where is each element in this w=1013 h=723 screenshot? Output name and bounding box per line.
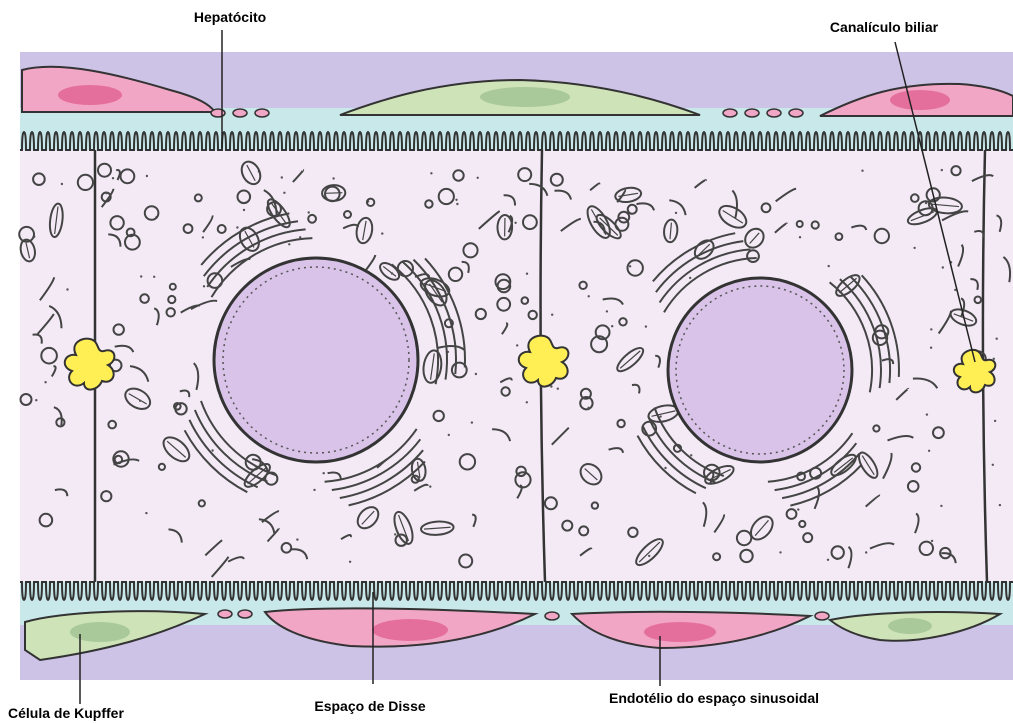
endothelial-nucleus-bottom-middle [372,619,448,641]
endothelial-nucleus-top-right [890,90,950,110]
kupffer-nucleus-bottom-right [888,618,932,634]
kupffer-nucleus-top [480,87,570,107]
label-disse: Espaço de Disse [314,698,425,714]
label-hepatocito: Hepatócito [194,9,266,25]
endothelial-nucleus-top-left [58,85,122,105]
label-canaliculo: Canalículo biliar [830,19,939,35]
label-endotelio: Endotélio do espaço sinusoidal [609,690,819,706]
endothelial-nucleus-bottom-right [644,622,716,642]
label-kupffer: Célula de Kupffer [8,705,124,721]
hepatocyte-cytoplasm [20,150,1013,582]
kupffer-nucleus-bottom-left [70,622,130,642]
nucleus-right [668,278,852,462]
nucleus-left [214,258,418,462]
